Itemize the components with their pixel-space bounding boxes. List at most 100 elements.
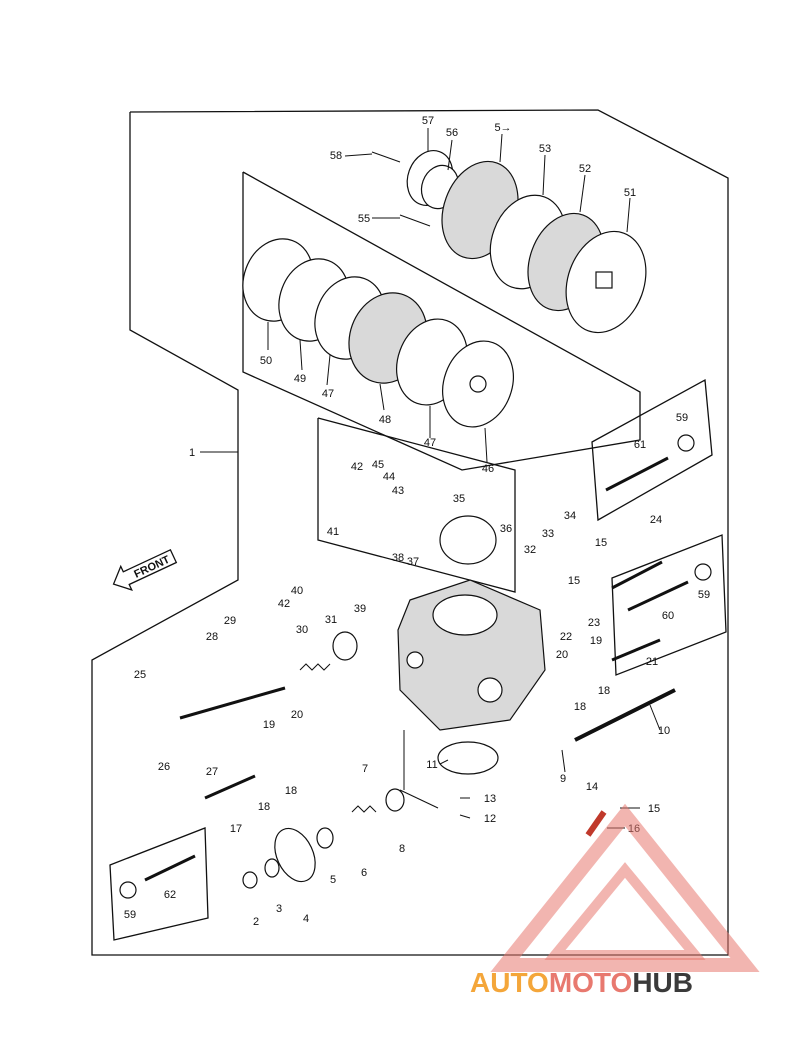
label-34: 34 <box>564 510 576 522</box>
part-59b-cap <box>694 563 712 581</box>
label-44: 44 <box>383 471 395 483</box>
leader-lines <box>200 128 661 829</box>
part-58-screw <box>371 151 401 163</box>
label-38: 38 <box>392 552 404 564</box>
part-4-lever <box>274 827 316 883</box>
label-51: 51 <box>624 187 636 199</box>
label-1: 1 <box>189 447 195 459</box>
label-32: 32 <box>524 544 536 556</box>
label-59c: 59 <box>124 909 136 921</box>
label-14: 14 <box>586 781 598 793</box>
label-12: 12 <box>484 813 496 825</box>
part-55-screw <box>399 214 431 227</box>
label-20b: 20 <box>556 649 568 661</box>
watermark-text-hub: HUB <box>632 967 693 998</box>
label-59b: 59 <box>698 589 710 601</box>
label-31: 31 <box>325 614 337 626</box>
label-59a: 59 <box>676 412 688 424</box>
label-57: 57 <box>422 115 434 127</box>
label-47b: 47 <box>424 437 436 449</box>
part-62-needle <box>144 854 196 882</box>
label-15c: 15 <box>595 537 607 549</box>
label-10: 10 <box>658 725 670 737</box>
label-43: 43 <box>392 485 404 497</box>
label-2: 2 <box>253 916 259 928</box>
label-60: 60 <box>662 610 674 622</box>
label-30: 30 <box>296 624 308 636</box>
label-15b: 15 <box>568 575 580 587</box>
label-24: 24 <box>650 514 662 526</box>
part-3-washer <box>264 858 280 878</box>
label-56: 56 <box>446 127 458 139</box>
label-46: 46 <box>482 463 494 475</box>
label-13: 13 <box>484 793 496 805</box>
part-17-screw <box>204 774 256 800</box>
label-18d: 18 <box>598 685 610 697</box>
watermark-logo <box>490 803 760 972</box>
label-47a: 47 <box>322 388 334 400</box>
label-62: 62 <box>164 889 176 901</box>
watermark-text-auto: AUTO <box>470 967 549 998</box>
part-27-shaft <box>179 686 286 720</box>
part-60-needle <box>627 580 689 612</box>
watermark-text-moto: MOTO <box>549 967 632 998</box>
part-16-pin <box>585 810 607 837</box>
label-23: 23 <box>588 617 600 629</box>
needle-box-right <box>611 534 727 676</box>
label-3: 3 <box>276 903 282 915</box>
label-25: 25 <box>134 669 146 681</box>
shafts-and-small-parts <box>119 434 712 899</box>
label-61: 61 <box>634 439 646 451</box>
part-35-gasket <box>439 515 497 565</box>
label-11: 11 <box>426 759 437 771</box>
label-52: 52 <box>579 163 591 175</box>
part-46-hole <box>469 375 487 393</box>
diaphragm-group-box <box>242 171 641 471</box>
label-41: 41 <box>327 526 339 538</box>
label-15a: 15 <box>648 803 660 815</box>
part-5-spacer <box>316 827 334 849</box>
label-17: 17 <box>230 823 242 835</box>
label-49: 49 <box>294 373 306 385</box>
label-20a: 20 <box>291 709 303 721</box>
label-9: 9 <box>560 773 566 785</box>
part-24-screw <box>611 560 663 590</box>
part-2-nut <box>242 871 258 889</box>
label-48: 48 <box>379 414 391 426</box>
upper-diaphragm-stack <box>371 150 647 334</box>
label-27: 27 <box>206 766 218 778</box>
needle-box-lower <box>109 827 209 941</box>
label-54: 5→ <box>494 122 511 134</box>
label-19a: 19 <box>263 719 275 731</box>
label-35: 35 <box>453 493 465 505</box>
label-58: 58 <box>330 150 342 162</box>
label-6: 6 <box>361 867 367 879</box>
label-8: 8 <box>399 843 405 855</box>
carburetor-body <box>397 515 546 775</box>
part-30-spring <box>299 663 331 671</box>
needle-box-top <box>591 378 713 522</box>
part-8-spacer <box>385 788 405 812</box>
label-18c: 18 <box>574 701 586 713</box>
part-11-gasket <box>437 741 499 775</box>
watermark-text: AUTOMOTOHUB <box>470 967 693 998</box>
part-31-drum <box>332 631 358 661</box>
assembly-boundary <box>91 109 729 956</box>
label-4: 4 <box>303 913 309 925</box>
label-5: 5 <box>330 874 336 886</box>
label-37: 37 <box>407 556 419 568</box>
part-59c-cap <box>119 881 137 899</box>
label-55: 55 <box>358 213 370 225</box>
label-21: 21 <box>646 656 658 668</box>
label-33: 33 <box>542 528 554 540</box>
label-18b: 18 <box>285 785 297 797</box>
label-45: 45 <box>372 459 384 471</box>
label-42b: 42 <box>278 598 290 610</box>
label-18a: 18 <box>258 801 270 813</box>
label-19b: 19 <box>590 635 602 647</box>
front-arrow: FRONT <box>112 548 178 592</box>
part-51-slot <box>595 271 613 289</box>
label-36: 36 <box>500 523 512 535</box>
label-42a: 42 <box>351 461 363 473</box>
